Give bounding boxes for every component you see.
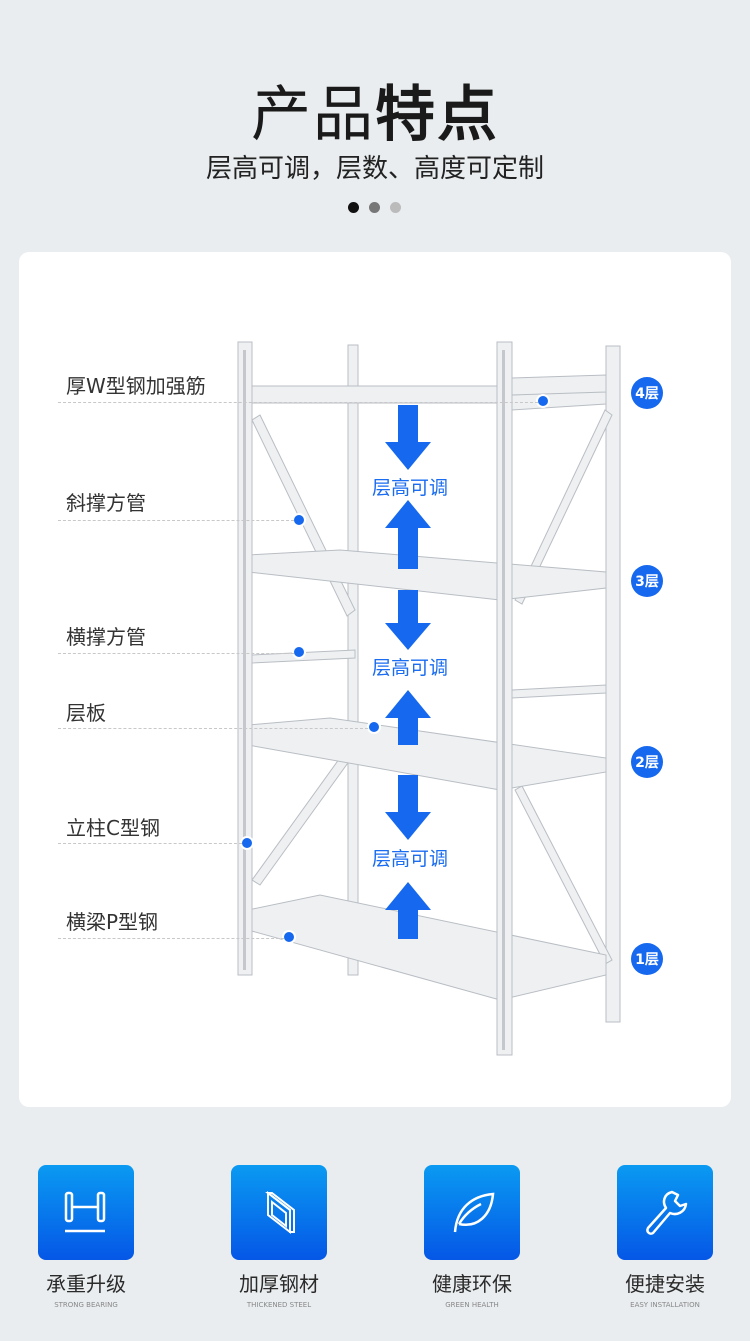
pager-dot[interactable] — [369, 202, 380, 213]
arrow-down-icon — [385, 590, 431, 650]
layer-badge: 2层 — [631, 746, 663, 778]
arrow-up-icon — [385, 882, 431, 939]
arrow-down-icon — [385, 775, 431, 840]
feature-title: 承重升级 — [46, 1272, 126, 1296]
feature-subtitle: STRONG BEARING — [54, 1301, 118, 1309]
feature-subtitle: GREEN HEALTH — [445, 1301, 499, 1309]
arrow-up-icon — [385, 690, 431, 745]
wrench-icon — [617, 1165, 713, 1260]
leaf-icon — [424, 1165, 520, 1260]
feature-strong-bearing: 承重升级 STRONG BEARING — [38, 1165, 134, 1309]
steel-plate-icon — [231, 1165, 327, 1260]
page-title: 产品特点 — [0, 66, 750, 153]
layer-badge: 4层 — [631, 377, 663, 409]
layer-badge: 3层 — [631, 565, 663, 597]
adjust-label: 层高可调 — [371, 477, 448, 499]
subtitle: 层高可调，层数、高度可定制 — [205, 154, 544, 184]
callout-line — [58, 653, 294, 654]
feature-thickened-steel: 加厚钢材 THICKENED STEEL — [231, 1165, 327, 1309]
callout-label: 层板 — [66, 701, 106, 725]
arrow-up-icon — [385, 500, 431, 569]
arrow-down-icon — [385, 405, 431, 470]
adjust-arrows — [385, 405, 431, 939]
callout-label: 横梁P型钢 — [66, 910, 159, 934]
feature-title: 便捷安装 — [625, 1272, 705, 1296]
pager-dot[interactable] — [348, 202, 359, 213]
pager-dots — [348, 202, 401, 213]
feature-subtitle: THICKENED STEEL — [246, 1301, 312, 1309]
callout-line — [58, 402, 538, 403]
title-bold: 特点 — [375, 80, 499, 150]
callout-line — [58, 520, 294, 521]
callout-label: 横撑方管 — [66, 625, 146, 649]
feature-title: 加厚钢材 — [239, 1272, 319, 1296]
feature-green-health: 健康环保 GREEN HEALTH — [424, 1165, 520, 1309]
layer-badge: 1层 — [631, 943, 663, 975]
callout-line — [58, 938, 284, 939]
callout-dots — [240, 394, 550, 944]
callout-label: 厚W型钢加强筋 — [66, 374, 206, 398]
callout-line — [58, 728, 368, 729]
back-right-post — [605, 345, 621, 1023]
callout-label: 斜撑方管 — [66, 491, 146, 515]
callout-label: 立柱C型钢 — [66, 816, 160, 840]
title-regular: 产品 — [251, 80, 375, 150]
feature-easy-installation: 便捷安装 EASY INSTALLATION — [617, 1165, 713, 1309]
beam-icon — [38, 1165, 134, 1260]
feature-subtitle: EASY INSTALLATION — [630, 1301, 700, 1309]
back-left-post — [347, 344, 359, 976]
callout-line — [58, 843, 242, 844]
pager-dot[interactable] — [390, 202, 401, 213]
feature-title: 健康环保 — [432, 1272, 512, 1296]
adjust-label: 层高可调 — [371, 657, 448, 679]
adjust-label: 层高可调 — [371, 848, 448, 870]
